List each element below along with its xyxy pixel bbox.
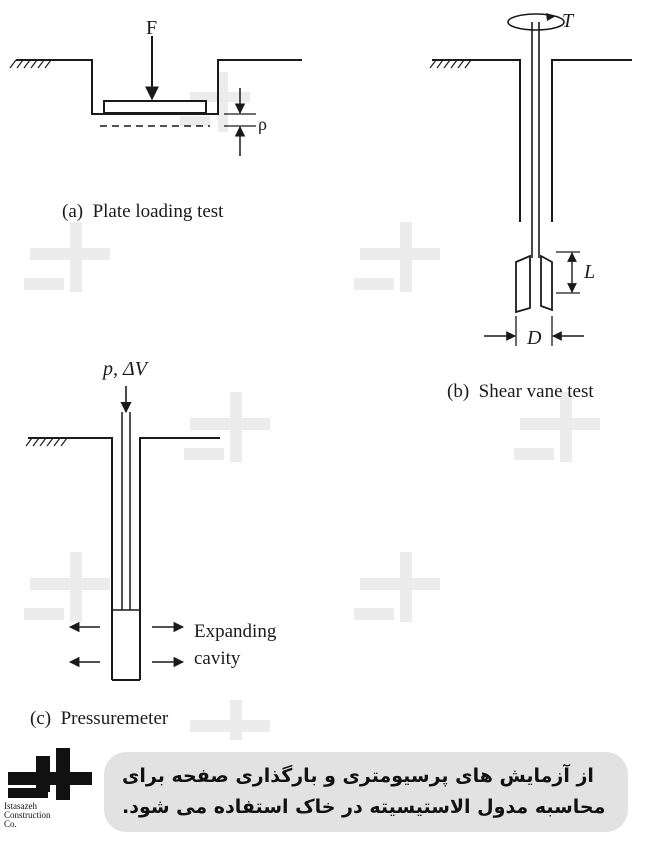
torque-ellipse: [507, 13, 565, 31]
loading-plate: [103, 100, 207, 114]
torque-label: T: [562, 10, 575, 32]
vane-blade-right: [540, 254, 553, 312]
pm-input-label: p, ΔV: [101, 358, 150, 380]
force-label: F: [146, 17, 157, 39]
pm-expanding-label-1: Expanding: [194, 621, 277, 642]
plate-hatch: [9, 59, 52, 69]
logo-text: Istasazeh Construction Co.: [4, 802, 96, 829]
plate-caption: (a) Plate loading test: [62, 201, 224, 222]
shear-vane-figure: [429, 13, 632, 346]
logo-line-1: Istasazeh: [4, 801, 37, 811]
vane-blade-left: [515, 254, 531, 314]
logo-line-2: Construction: [4, 810, 51, 820]
vane-caption: (b) Shear vane test: [447, 381, 594, 402]
pressuremeter-figure: [25, 386, 220, 681]
vane-hatch: [429, 59, 472, 69]
settlement-label: ρ: [258, 114, 267, 134]
caption-line-1: از آزمایش های پرسیومتری و بارگذاری صفحه …: [122, 765, 594, 787]
pm-caption: (c) Pressuremeter: [30, 708, 169, 729]
pm-ground-left: [28, 437, 113, 680]
watermark: [24, 72, 600, 740]
logo-line-3: Co.: [4, 819, 17, 829]
vane-ground-left: [432, 59, 521, 222]
company-logo: [8, 748, 92, 800]
caption-line-2: محاسبه مدول الاستیسیته در خاک استفاده می…: [122, 796, 606, 818]
vane-ground-right: [551, 59, 632, 222]
pm-ground-right: [139, 437, 220, 680]
plate-loading-figure: [9, 36, 302, 156]
caption-box: از آزمایش های پرسیومتری و بارگذاری صفحه …: [104, 752, 628, 832]
plate-ground-profile: [16, 59, 302, 115]
pm-expanding-label-2: cavity: [194, 648, 241, 669]
pm-hatch: [25, 437, 68, 447]
vane-diameter-label: D: [526, 327, 542, 349]
vane-length-label: L: [583, 261, 595, 283]
torque-arrowhead: [546, 13, 556, 21]
